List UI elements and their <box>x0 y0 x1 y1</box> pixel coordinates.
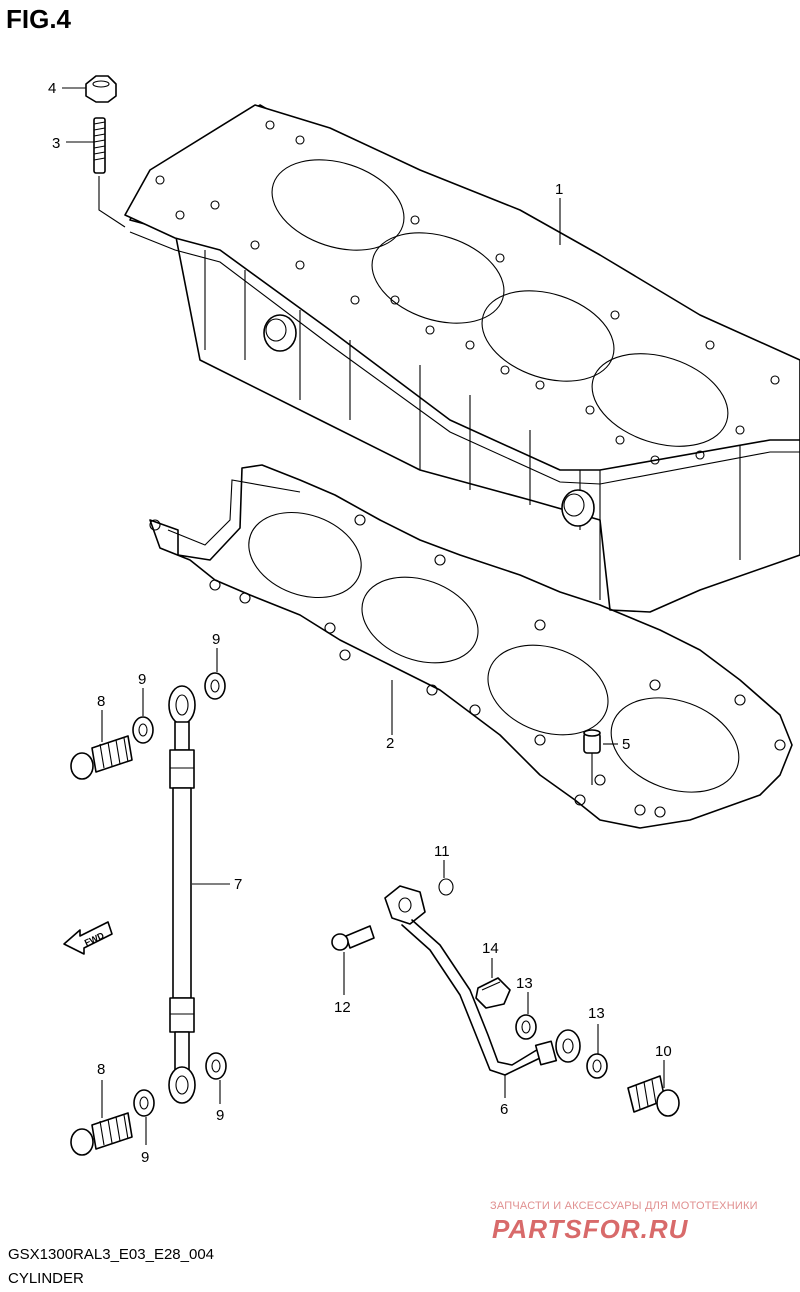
banjo-bolt-upper <box>70 710 133 780</box>
callout-5: 5 <box>622 736 630 753</box>
callout-1: 1 <box>555 181 563 198</box>
flange-nut <box>62 75 117 103</box>
diagram-code: GSX1300RAL3_E03_E28_004 <box>8 1246 215 1263</box>
callout-9-c: 9 <box>141 1149 149 1166</box>
cylinder-block <box>124 104 800 613</box>
callout-8-lower: 8 <box>97 1061 105 1078</box>
callout-9-a: 9 <box>138 671 146 688</box>
callout-9-b: 9 <box>212 631 220 648</box>
callout-labels: 1 2 3 4 5 6 7 8 8 9 9 9 9 10 11 12 13 13… <box>48 80 672 1166</box>
oil-hose <box>168 685 230 1104</box>
callout-13-a: 13 <box>516 975 533 992</box>
callout-4: 4 <box>48 80 56 97</box>
callout-8-upper: 8 <box>97 693 105 710</box>
diagram-name: CYLINDER <box>8 1270 84 1287</box>
gasket-13 <box>515 992 608 1079</box>
washer-9 <box>132 648 227 1145</box>
dowel-pin <box>583 729 618 785</box>
figure-title: FIG.4 <box>6 4 72 34</box>
banjo-bolt-lower <box>70 1080 133 1156</box>
callout-6: 6 <box>500 1101 508 1118</box>
oil-jet <box>475 958 511 1009</box>
o-ring <box>438 860 454 896</box>
callout-12: 12 <box>334 999 351 1016</box>
callout-7: 7 <box>234 876 242 893</box>
callout-10: 10 <box>655 1043 672 1060</box>
oil-pipe <box>384 885 581 1098</box>
callout-2: 2 <box>386 735 394 752</box>
watermark-logo: PARTSFOR.RU <box>492 1214 689 1244</box>
callout-13-b: 13 <box>588 1005 605 1022</box>
forward-direction-arrow: FWD <box>63 921 113 955</box>
bolt-12 <box>331 925 375 995</box>
union-bolt <box>627 1060 680 1117</box>
callout-9-d: 9 <box>216 1107 224 1124</box>
watermark-tagline: ЗАПЧАСТИ И АКСЕССУАРЫ ДЛЯ МОТОТЕХНИКИ <box>490 1200 758 1212</box>
callout-11: 11 <box>434 843 450 860</box>
callout-14: 14 <box>482 940 499 957</box>
stud-bolt <box>66 117 126 228</box>
cylinder-base-gasket <box>149 464 793 829</box>
callout-3: 3 <box>52 135 60 152</box>
